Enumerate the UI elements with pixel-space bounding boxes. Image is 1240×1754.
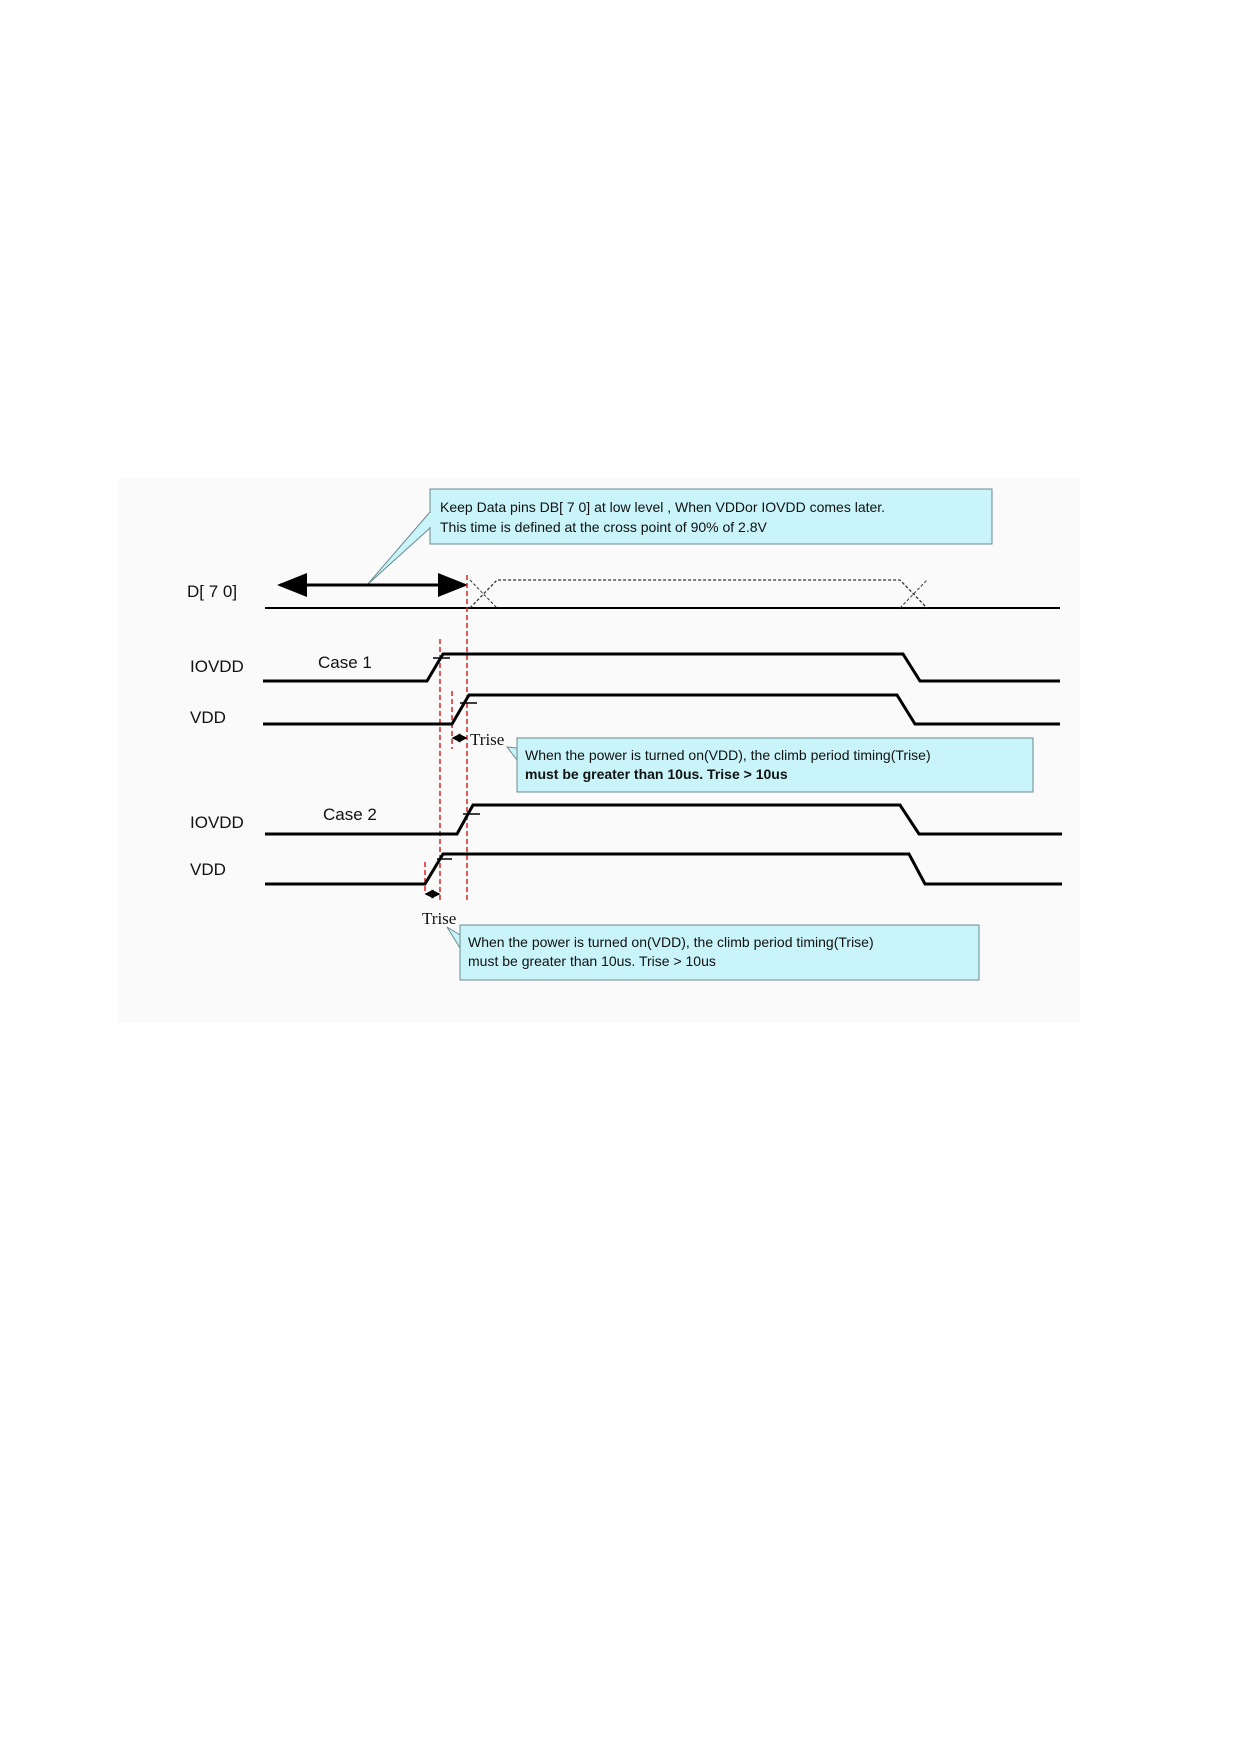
callout-top: Keep Data pins DB[ 7 0] at low level , W… — [366, 488, 993, 586]
callout-case1-line2: must be greater than 10us. Trise > 10us — [525, 766, 788, 782]
callout-top-line2: This time is defined at the cross point … — [440, 519, 768, 535]
trise-label-case2: Trise — [422, 909, 456, 928]
case2-label: Case 2 — [323, 805, 377, 824]
iovdd-case1-waveform — [263, 652, 1060, 683]
iovdd-case2-waveform — [265, 803, 1062, 836]
callout-case2-line2: must be greater than 10us. Trise > 10us — [468, 953, 716, 969]
signal-label-vdd-case2: VDD — [190, 860, 226, 879]
signal-label-vdd-case1: VDD — [190, 708, 226, 727]
callout-top-line1: Keep Data pins DB[ 7 0] at low level , W… — [440, 499, 885, 515]
callout-case2-line1: When the power is turned on(VDD), the cl… — [468, 934, 874, 950]
signal-label-iovdd-case2: IOVDD — [190, 813, 244, 832]
callout-case2: When the power is turned on(VDD), the cl… — [446, 924, 980, 981]
callout-case1-line1: When the power is turned on(VDD), the cl… — [525, 747, 931, 763]
trise-label-case1: Trise — [470, 730, 504, 749]
vdd-case2-waveform — [265, 852, 1062, 886]
callout-case1: When the power is turned on(VDD), the cl… — [505, 737, 1034, 793]
signal-label-iovdd-case1: IOVDD — [190, 657, 244, 676]
case1-label: Case 1 — [318, 653, 372, 672]
signal-label-data-bus: D[ 7 0] — [187, 582, 237, 601]
vdd-case1-waveform — [263, 693, 1060, 726]
data-valid-window — [469, 579, 928, 609]
